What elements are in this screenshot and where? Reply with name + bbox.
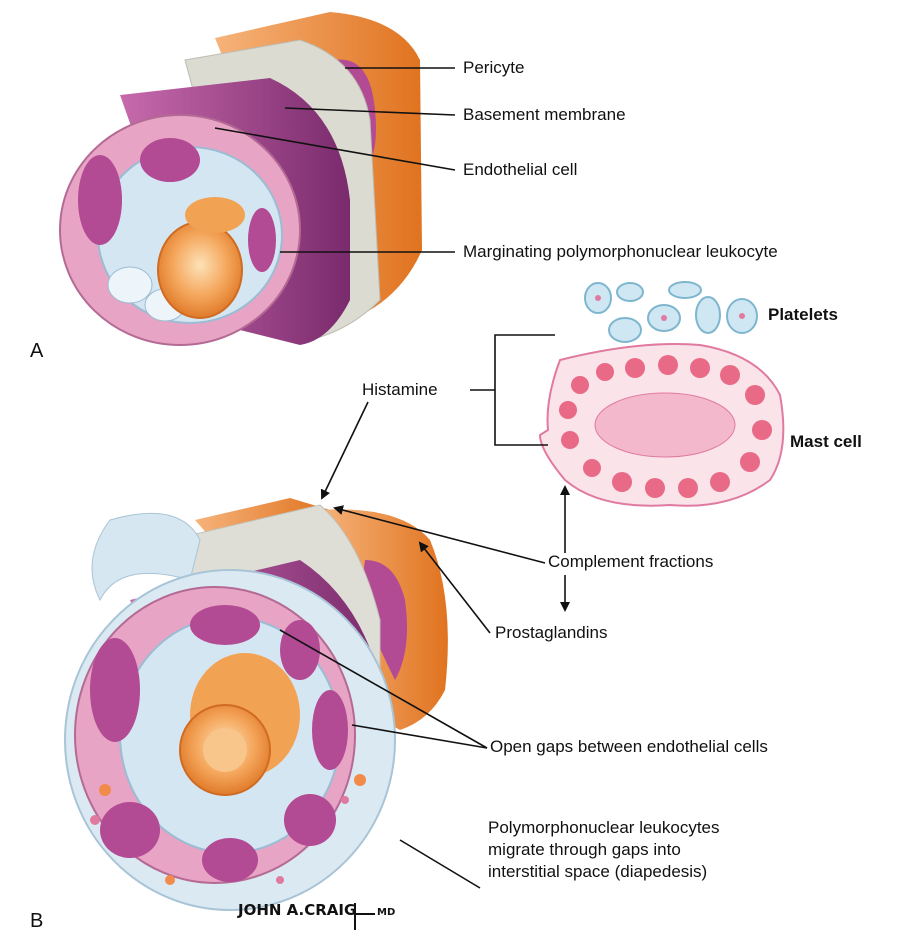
leader-lines bbox=[214, 67, 555, 446]
label-pmn-line2: migrate through gaps into bbox=[488, 840, 681, 859]
label-pmn-line1: Polymorphonuclear leukocytes bbox=[488, 818, 720, 837]
svg-text:MD: MD bbox=[377, 907, 395, 918]
vessel-a bbox=[59, 12, 422, 346]
label-platelets: Platelets bbox=[768, 305, 838, 324]
vessel-b: JOHN A.CRAIG MD bbox=[64, 498, 448, 930]
label-pericyte: Pericyte bbox=[463, 58, 525, 77]
label-basement-membrane: Basement membrane bbox=[463, 105, 626, 124]
interstitial-halo bbox=[91, 512, 201, 602]
panel-label-a: A bbox=[30, 340, 44, 362]
cross-section-a bbox=[59, 114, 301, 346]
cross-section-b bbox=[64, 569, 396, 911]
label-complement-fractions: Complement fractions bbox=[548, 552, 714, 571]
label-open-gaps: Open gaps between endothelial cells bbox=[490, 737, 768, 756]
label-marginating-leukocyte: Marginating polymorphonuclear leukocyte bbox=[463, 242, 778, 261]
panel-label-b: B bbox=[30, 910, 44, 932]
platelets-cluster bbox=[584, 281, 758, 343]
artist-signature: JOHN A.CRAIG MD bbox=[237, 901, 395, 930]
label-prostaglandins: Prostaglandins bbox=[495, 623, 608, 642]
label-histamine: Histamine bbox=[362, 380, 438, 399]
label-pmn-line3: interstitial space (diapedesis) bbox=[488, 862, 708, 881]
svg-text:JOHN A.CRAIG: JOHN A.CRAIG bbox=[237, 901, 356, 919]
mast-cell bbox=[538, 343, 785, 507]
label-endothelial-cell: Endothelial cell bbox=[463, 160, 578, 179]
arrows bbox=[279, 401, 570, 889]
label-mast-cell: Mast cell bbox=[790, 432, 862, 451]
